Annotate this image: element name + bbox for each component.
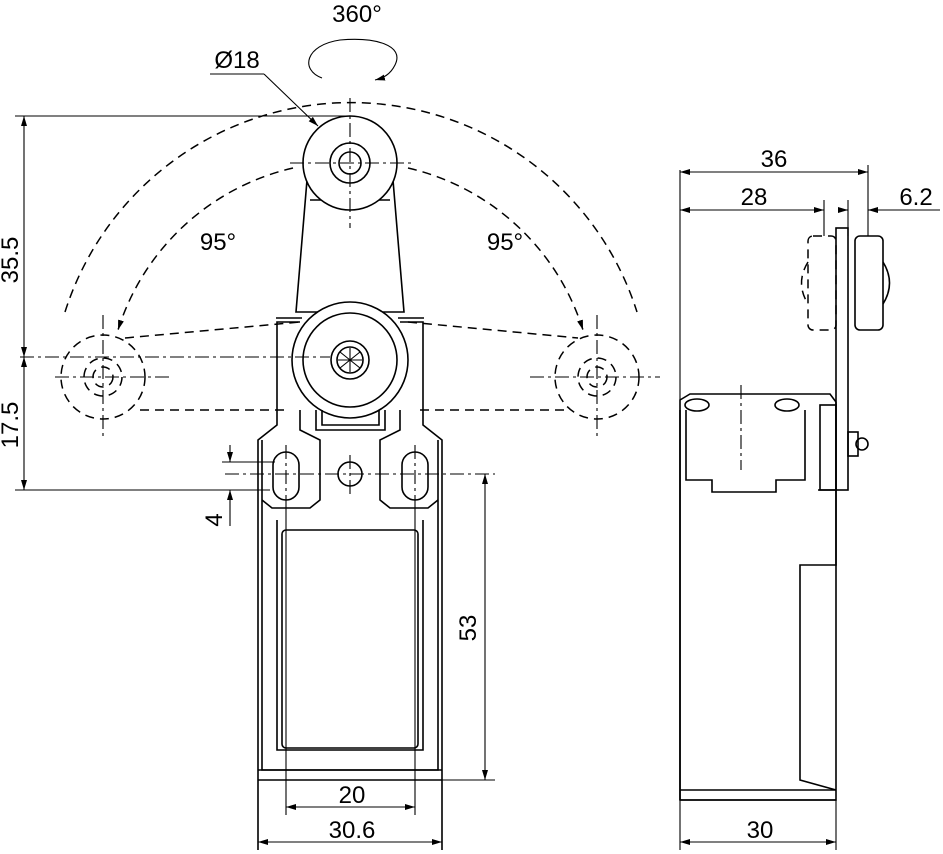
side-lever	[835, 227, 849, 491]
dim-side-total: 36	[761, 146, 788, 173]
dim-side-body: 28	[741, 184, 768, 211]
switch-body	[257, 410, 443, 850]
dim-roller-width: 6.2	[899, 184, 932, 211]
dim-height-lower: 17.5	[0, 402, 24, 449]
inner-swing-arc-right	[407, 167, 584, 331]
inner-swing-arc-left	[117, 167, 294, 331]
switch-head	[276, 321, 424, 410]
front-view: 35.5 17.5 4 53 20 30.6 95° 95° 360° Ø18	[0, 1, 660, 850]
ghost-roller-right	[530, 315, 660, 440]
outer-swing-arc	[64, 101, 638, 313]
angle-right-label: 95°	[487, 229, 523, 256]
dim-slot-offset: 4	[201, 513, 228, 526]
side-view: 36 28 6.2 30	[679, 146, 940, 850]
rotation-arrow	[308, 38, 398, 81]
dim-hole-spacing: 20	[339, 782, 366, 809]
dim-body-width: 30.6	[329, 817, 376, 844]
ghost-roller-left	[55, 315, 170, 440]
angle-left-label: 95°	[200, 229, 236, 256]
dim-body-height: 53	[455, 615, 482, 642]
dim-side-depth: 30	[747, 817, 774, 844]
roller-diameter-label: Ø18	[214, 47, 259, 74]
side-body	[679, 393, 837, 801]
side-roller	[854, 235, 884, 331]
dim-height-upper: 35.5	[0, 237, 24, 284]
rotation-label: 360°	[332, 1, 382, 28]
